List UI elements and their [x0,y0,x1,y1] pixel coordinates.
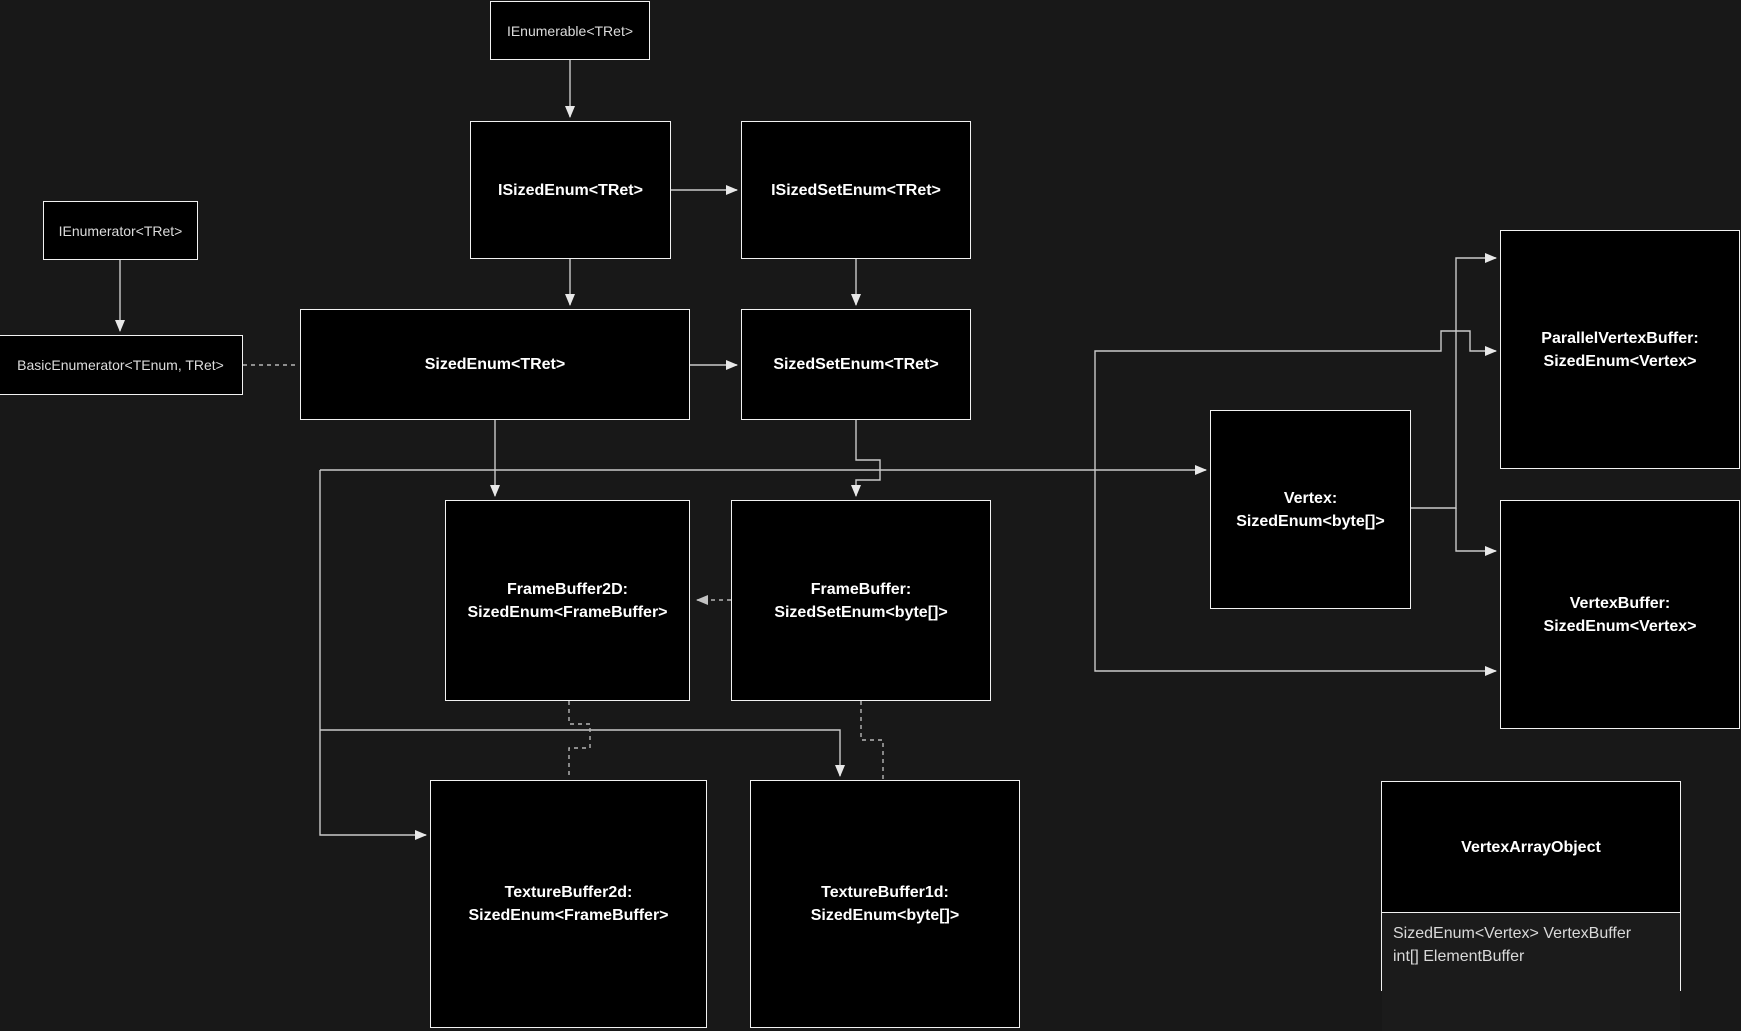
node-label: ISizedEnum<TRet> [498,181,643,199]
edge-sizedsetenum-framebuffer[interactable] [851,420,881,497]
node-label: SizedSetEnum<byte[]> [774,603,948,621]
node-label: SizedEnum<TRet> [424,356,566,373]
class-title: VertexArrayObject [1382,782,1680,913]
node-label: Vertex: [1283,489,1338,507]
node-vertexarrayobject[interactable]: VertexArrayObject SizedEnum<Vertex> Vert… [1381,781,1681,1031]
node-sizedsetenum[interactable]: SizedSetEnum<TRet> [741,309,971,420]
node-label: SizedEnum<Vertex> [1543,352,1697,370]
edge-trunk-vertexbuffer[interactable] [1094,470,1497,676]
class-field: SizedEnum<Vertex> VertexBuffer [1393,925,1632,942]
node-isizedenum[interactable]: ISizedEnum<TRet> [470,121,671,259]
node-label: BasicEnumerator<TEnum, TRet> [17,357,224,373]
node-label: SizedEnum<FrameBuffer> [467,603,668,621]
edge-trunk-parallelvertexbuffer[interactable] [1094,330,1497,470]
node-label: SizedEnum<byte[]> [810,907,960,924]
node-label: TextureBuffer1d: [821,884,949,901]
class-field: int[] ElementBuffer [1393,948,1525,965]
edge-trunk-texturebuffer1d[interactable] [320,729,845,777]
node-label: FrameBuffer: [810,580,912,598]
node-isizedsetenum[interactable]: ISizedSetEnum<TRet> [741,121,971,259]
node-label: SizedEnum<byte[]> [1236,512,1385,530]
node-label: ISizedSetEnum<TRet> [771,181,941,199]
node-label: SizedEnum<Vertex> [1543,617,1697,635]
node-framebuffer2d[interactable]: FrameBuffer2D: SizedEnum<FrameBuffer> [445,500,690,701]
node-label: SizedSetEnum<TRet> [773,356,939,373]
node-label: FrameBuffer2D: [507,580,628,598]
node-vertex[interactable]: Vertex: SizedEnum<byte[]> [1210,410,1411,609]
node-framebuffer[interactable]: FrameBuffer: SizedSetEnum<byte[]> [731,500,991,701]
node-label: SizedEnum<FrameBuffer> [468,907,669,924]
node-label: IEnumerator<TRet> [58,222,183,239]
edge-vertex-vertexbuffer[interactable] [1455,508,1497,556]
node-texturebuffer2d[interactable]: TextureBuffer2d: SizedEnum<FrameBuffer> [430,780,707,1028]
node-sizedenum[interactable]: SizedEnum<TRet> [300,309,690,420]
edge-vertex-parallelvertexbuffer[interactable] [1411,253,1497,509]
node-vertexbuffer[interactable]: VertexBuffer: SizedEnum<Vertex> [1500,500,1740,729]
node-ienumerator[interactable]: IEnumerator<TRet> [43,201,198,260]
edge-trunk-texturebuffer2d[interactable] [319,470,427,840]
edge-framebuffer2d-texturebuffer2d-dashed[interactable] [568,701,591,779]
node-label: VertexBuffer: [1569,594,1671,612]
class-fields: SizedEnum<Vertex> VertexBuffer int[] Ele… [1382,913,1680,1031]
edge-framebuffer-texturebuffer1d-dashed[interactable] [860,701,884,779]
node-basicenumerator[interactable]: BasicEnumerator<TEnum, TRet> [0,335,243,395]
node-parallelvertexbuffer[interactable]: ParallelVertexBuffer: SizedEnum<Vertex> [1500,230,1740,469]
node-label: IEnumerable<TRet> [506,22,634,39]
node-label: ParallelVertexBuffer: [1541,329,1699,347]
node-texturebuffer1d[interactable]: TextureBuffer1d: SizedEnum<byte[]> [750,780,1020,1028]
node-ienumerable[interactable]: IEnumerable<TRet> [490,1,650,60]
node-label: TextureBuffer2d: [504,884,633,901]
